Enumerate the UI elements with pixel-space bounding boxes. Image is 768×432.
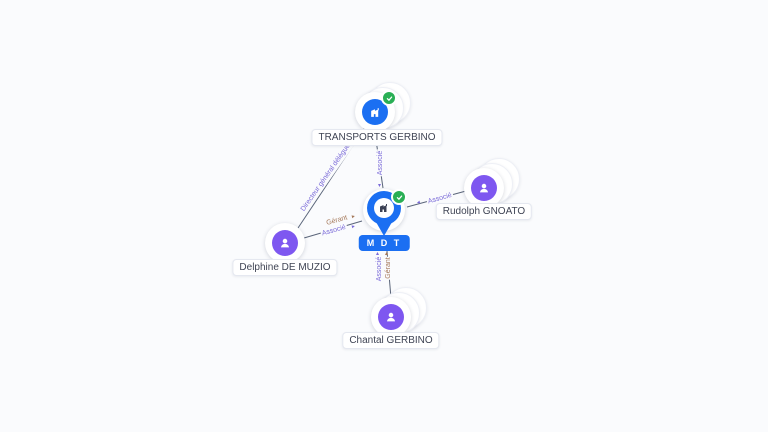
arrow-down-icon: ▾ xyxy=(378,183,382,189)
map-pin-icon xyxy=(367,191,401,225)
node-label-mdt[interactable]: M D T xyxy=(358,235,410,251)
node-label-chantal-gerbino[interactable]: Chantal GERBINO xyxy=(342,332,440,349)
company-icon xyxy=(374,198,394,218)
node-transports-gerbino[interactable] xyxy=(355,90,397,132)
verified-check-icon xyxy=(381,90,397,106)
node-chantal-gerbino[interactable] xyxy=(371,297,411,337)
edge-label-gerant-chantal: Gérant xyxy=(385,256,393,280)
node-mdt[interactable] xyxy=(363,189,407,249)
person-icon xyxy=(378,304,404,330)
arrow-up-icon: ▴ xyxy=(376,251,380,257)
node-label-transports-gerbino[interactable]: TRANSPORTS GERBINO xyxy=(311,129,443,146)
arrow-up-icon: ▴ xyxy=(385,251,389,257)
edge-label-associe-chantal: Associé xyxy=(376,255,384,283)
node-label-delphine-de-muzio[interactable]: Delphine DE MUZIO xyxy=(232,259,338,276)
node-rudolph-gnoato[interactable] xyxy=(464,168,504,208)
pin-tip xyxy=(376,222,392,236)
node-label-rudolph-gnoato[interactable]: Rudolph GNOATO xyxy=(435,203,533,220)
person-icon xyxy=(272,230,298,256)
verified-check-icon xyxy=(391,189,407,205)
edge-label-associe-transports: Associé xyxy=(377,149,385,177)
person-icon xyxy=(471,175,497,201)
node-delphine-de-muzio[interactable] xyxy=(265,223,305,263)
